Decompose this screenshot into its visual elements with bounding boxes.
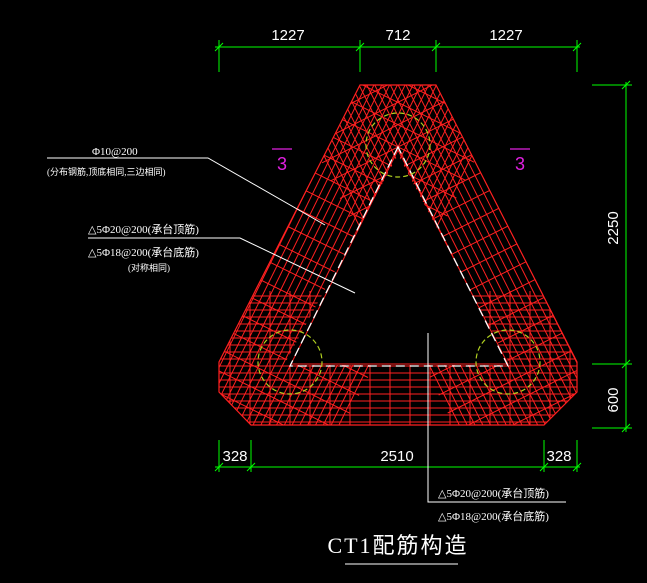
rebar-line (312, 149, 448, 217)
rebar-line (219, 364, 342, 425)
right-dimension (592, 80, 632, 433)
note-c-line1: △5Φ20@200(承台顶筋) (438, 486, 549, 500)
leader-b (88, 237, 356, 294)
note-b-line1: △5Φ20@200(承台顶筋) (88, 222, 199, 236)
rebar-line (219, 85, 402, 425)
cap-outline (218, 84, 578, 426)
rebar-line (219, 400, 324, 425)
rebar-line (456, 363, 577, 425)
note-a-line1: Φ10@200 (92, 146, 138, 158)
dim-bottom-right: 328 (546, 448, 571, 465)
section-mark-right-label: 3 (515, 154, 525, 174)
rebar-line (321, 95, 457, 164)
dim-top-right: 1227 (489, 27, 522, 44)
note-b-line2: △5Φ18@200(承台底筋) (88, 245, 199, 259)
section-mark-right: 3 (510, 148, 530, 174)
rebar-line (219, 85, 427, 425)
note-a-line2: (分布钢筋,顶底相同,三边相同) (47, 166, 166, 177)
pile-circle-top (365, 112, 431, 178)
dim-top-left: 1227 (271, 27, 304, 44)
rebar-line (474, 398, 577, 425)
rebar-line (374, 85, 577, 425)
pile-circle-left (257, 329, 323, 395)
center-triangle (288, 145, 510, 367)
top-dimension (214, 40, 582, 72)
rebar-line (349, 85, 569, 425)
bottom-dimension (214, 440, 582, 472)
inner-triangle-outline (290, 148, 509, 365)
note-b-line3: (对称相同) (128, 262, 170, 273)
rebar-line (362, 85, 577, 425)
drawing-title: CT1配筋构造 (327, 533, 468, 558)
inner-void (284, 155, 510, 365)
pile-circle-right (475, 329, 541, 395)
leader-a (47, 157, 326, 226)
dim-bottom-left: 328 (222, 448, 247, 465)
rebar-line (387, 85, 577, 425)
dim-bottom-mid: 2510 (380, 448, 413, 465)
dim-top-mid: 712 (385, 27, 410, 44)
note-c-line2: △5Φ18@200(承台底筋) (438, 509, 549, 523)
rebar-line (356, 85, 575, 425)
rebar-line (219, 85, 389, 425)
dim-right-lower: 600 (605, 387, 622, 412)
rebar-line (230, 85, 446, 425)
rebar-line (365, 85, 501, 109)
rebar-line (219, 85, 421, 425)
rebar-line (406, 85, 577, 425)
rebar-line (223, 85, 439, 425)
section-mark-left: 3 (272, 148, 292, 174)
section-mark-left-label: 3 (277, 154, 287, 174)
dim-right-upper: 2250 (605, 211, 622, 244)
rebar-line (219, 85, 414, 425)
leader-c (427, 333, 566, 503)
rebar-line (381, 85, 577, 425)
rebar-line (294, 85, 430, 110)
rebar-line (368, 85, 577, 425)
rebar-line (393, 85, 577, 425)
